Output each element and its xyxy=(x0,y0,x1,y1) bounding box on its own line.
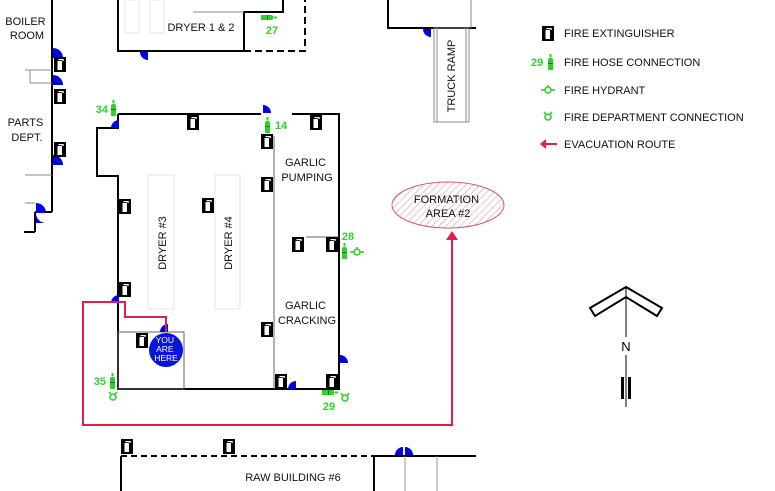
svg-text:FIRE HYDRANT: FIRE HYDRANT xyxy=(564,85,646,97)
left-building-walls xyxy=(24,0,53,233)
hose-number: 28 xyxy=(342,231,354,243)
svg-text:FIRE DEPARTMENT CONNECTION: FIRE DEPARTMENT CONNECTION xyxy=(564,112,744,124)
fire-hose-connection-icon xyxy=(342,243,347,259)
fire-extinguisher-icon xyxy=(261,177,273,192)
legend-item-fire-extinguisher: FIRE EXTINGUISHER xyxy=(542,26,675,41)
evacuation-route xyxy=(82,236,453,426)
fire-extinguisher-icon xyxy=(326,237,338,252)
fire-hose-connection-icon xyxy=(548,54,553,70)
fire-hose-connections: 27 34 14 28 35 29 xyxy=(94,15,354,413)
left-doors xyxy=(36,48,63,223)
dryer-1-2-label: DRYER 1 & 2 xyxy=(167,22,234,34)
boiler-room-label: BOILER ROOM xyxy=(5,16,48,42)
fire-extinguisher-icon xyxy=(261,322,273,337)
door xyxy=(140,52,148,60)
svg-text:29: 29 xyxy=(531,57,543,69)
svg-text:EVACUATION ROUTE: EVACUATION ROUTE xyxy=(564,139,675,151)
legend-item-fire-hydrant: FIRE HYDRANT xyxy=(541,85,646,97)
fire-extinguisher-icon xyxy=(121,439,133,454)
fire-hydrant-icon xyxy=(541,85,555,94)
fire-extinguishers xyxy=(54,57,338,454)
fire-extinguisher-icon xyxy=(310,115,322,130)
door xyxy=(423,29,431,37)
fire-hose-connection-icon xyxy=(261,15,277,20)
svg-text:YOU ARE HERE: YOU ARE HERE xyxy=(154,335,178,363)
dryer-3-label: DRYER #3 xyxy=(157,216,169,270)
hose-number: 35 xyxy=(94,376,106,388)
raw-building-6 xyxy=(120,455,476,491)
fire-extinguisher-icon xyxy=(326,374,338,389)
hose-number: 27 xyxy=(266,25,278,37)
svg-text:FIRE EXTINGUISHER: FIRE EXTINGUISHER xyxy=(564,28,675,40)
hose-number: 34 xyxy=(96,104,109,116)
fire-department-connection-icon xyxy=(108,391,118,401)
fire-extinguisher-icon xyxy=(54,89,66,104)
dryer-units xyxy=(147,174,241,310)
legend: FIRE EXTINGUISHER 29 FIRE HOSE CONNECTIO… xyxy=(531,26,744,151)
fire-extinguisher-icon xyxy=(119,282,131,297)
parts-dept-label: PARTS DEPT. xyxy=(8,117,47,144)
north-label: N xyxy=(621,339,630,354)
dryer-1-2-building xyxy=(117,0,306,52)
fire-hose-connection-icon xyxy=(111,100,116,116)
fire-extinguisher-icon xyxy=(202,198,214,213)
evacuation-arrowhead xyxy=(446,231,458,240)
fire-extinguisher-icon xyxy=(54,142,66,157)
raw-building-doors xyxy=(395,447,413,455)
hose-number: 29 xyxy=(323,401,335,413)
north-compass: N xyxy=(588,285,664,407)
fire-department-connection-icon xyxy=(340,392,350,402)
fire-extinguisher-icon xyxy=(54,57,66,72)
legend-item-evacuation-route: EVACUATION ROUTE xyxy=(540,139,675,151)
dryer-4-label: DRYER #4 xyxy=(223,216,235,270)
fire-hose-connection-icon xyxy=(265,117,270,133)
fire-extinguisher-icon xyxy=(119,199,131,214)
fire-extinguisher-icon xyxy=(136,333,148,348)
fire-extinguisher-icon xyxy=(261,134,273,149)
truck-ramp-label: TRUCK RAMP xyxy=(446,40,458,113)
fire-extinguisher-icon xyxy=(223,439,235,454)
truck-ramp-building xyxy=(387,0,476,123)
formation-area-2: FORMATION AREA #2 xyxy=(391,181,505,229)
garlic-cracking-label: GARLIC CRACKING xyxy=(278,300,336,327)
fire-extinguisher-icon xyxy=(542,26,554,41)
legend-item-fire-department-connection: FIRE DEPARTMENT CONNECTION xyxy=(543,111,744,124)
you-are-here-marker: YOU ARE HERE xyxy=(149,333,183,367)
fire-department-connection-icon xyxy=(543,111,553,121)
garlic-pumping-label: GARLIC PUMPING xyxy=(281,157,332,184)
fire-extinguisher-icon xyxy=(187,115,199,130)
fire-hose-connection-icon xyxy=(322,390,338,395)
fire-hydrant-icon xyxy=(350,247,364,256)
fire-hose-connection-icon xyxy=(110,373,115,389)
legend-item-fire-hose-connection: 29 FIRE HOSE CONNECTION xyxy=(531,54,700,70)
svg-text:FORMATION AREA #2: FORMATION AREA #2 xyxy=(414,194,482,220)
main-doors xyxy=(111,105,348,389)
fire-extinguisher-icon xyxy=(292,237,304,252)
raw-building-6-label: RAW BUILDING #6 xyxy=(245,472,341,484)
svg-text:FIRE HOSE CONNECTION: FIRE HOSE CONNECTION xyxy=(564,57,700,69)
fire-extinguisher-icon xyxy=(275,374,287,389)
hose-number: 14 xyxy=(275,120,288,132)
